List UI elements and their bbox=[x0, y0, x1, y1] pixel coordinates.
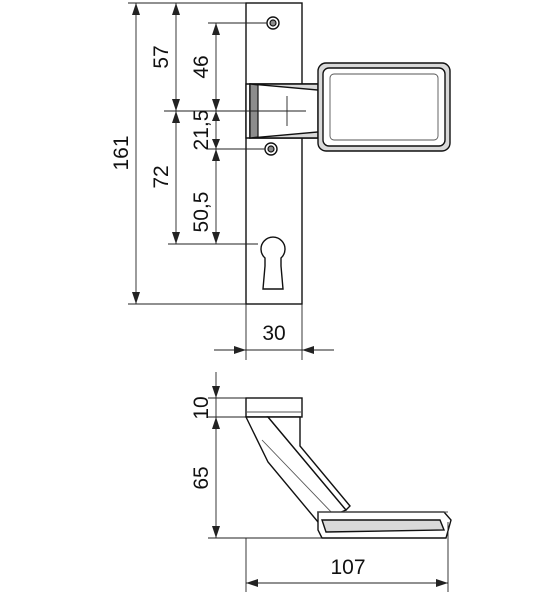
dim-plate-width: 30 bbox=[262, 322, 285, 345]
front-view bbox=[245, 2, 451, 305]
dim-knob-depth: 65 bbox=[190, 466, 213, 489]
cylinder-cutout bbox=[260, 236, 286, 290]
dim-overall-height: 161 bbox=[110, 135, 133, 170]
top-screw-hole bbox=[266, 16, 280, 30]
dim-rose-thickness: 10 bbox=[190, 396, 213, 419]
dim-top-screw-to-knob-axis: 46 bbox=[190, 55, 213, 78]
dim-top-to-knob-axis: 57 bbox=[150, 45, 173, 68]
knob-axis-mark bbox=[268, 96, 306, 126]
side-view-dimensions: 10 65 107 bbox=[190, 372, 449, 592]
front-view-dimensions: 161 57 72 46 21,5 50,5 30 bbox=[110, 2, 334, 360]
dim-knob-axis-to-bottom: 72 bbox=[150, 165, 173, 188]
dim-knob-axis-to-lower-screw: 21,5 bbox=[190, 110, 213, 151]
side-rose bbox=[245, 397, 303, 418]
dim-lower-screw-to-cylinder: 50,5 bbox=[190, 192, 213, 233]
lower-screw-hole bbox=[264, 142, 278, 156]
side-view bbox=[244, 397, 452, 539]
dim-knob-length: 107 bbox=[330, 556, 365, 579]
knob-body bbox=[317, 62, 451, 152]
